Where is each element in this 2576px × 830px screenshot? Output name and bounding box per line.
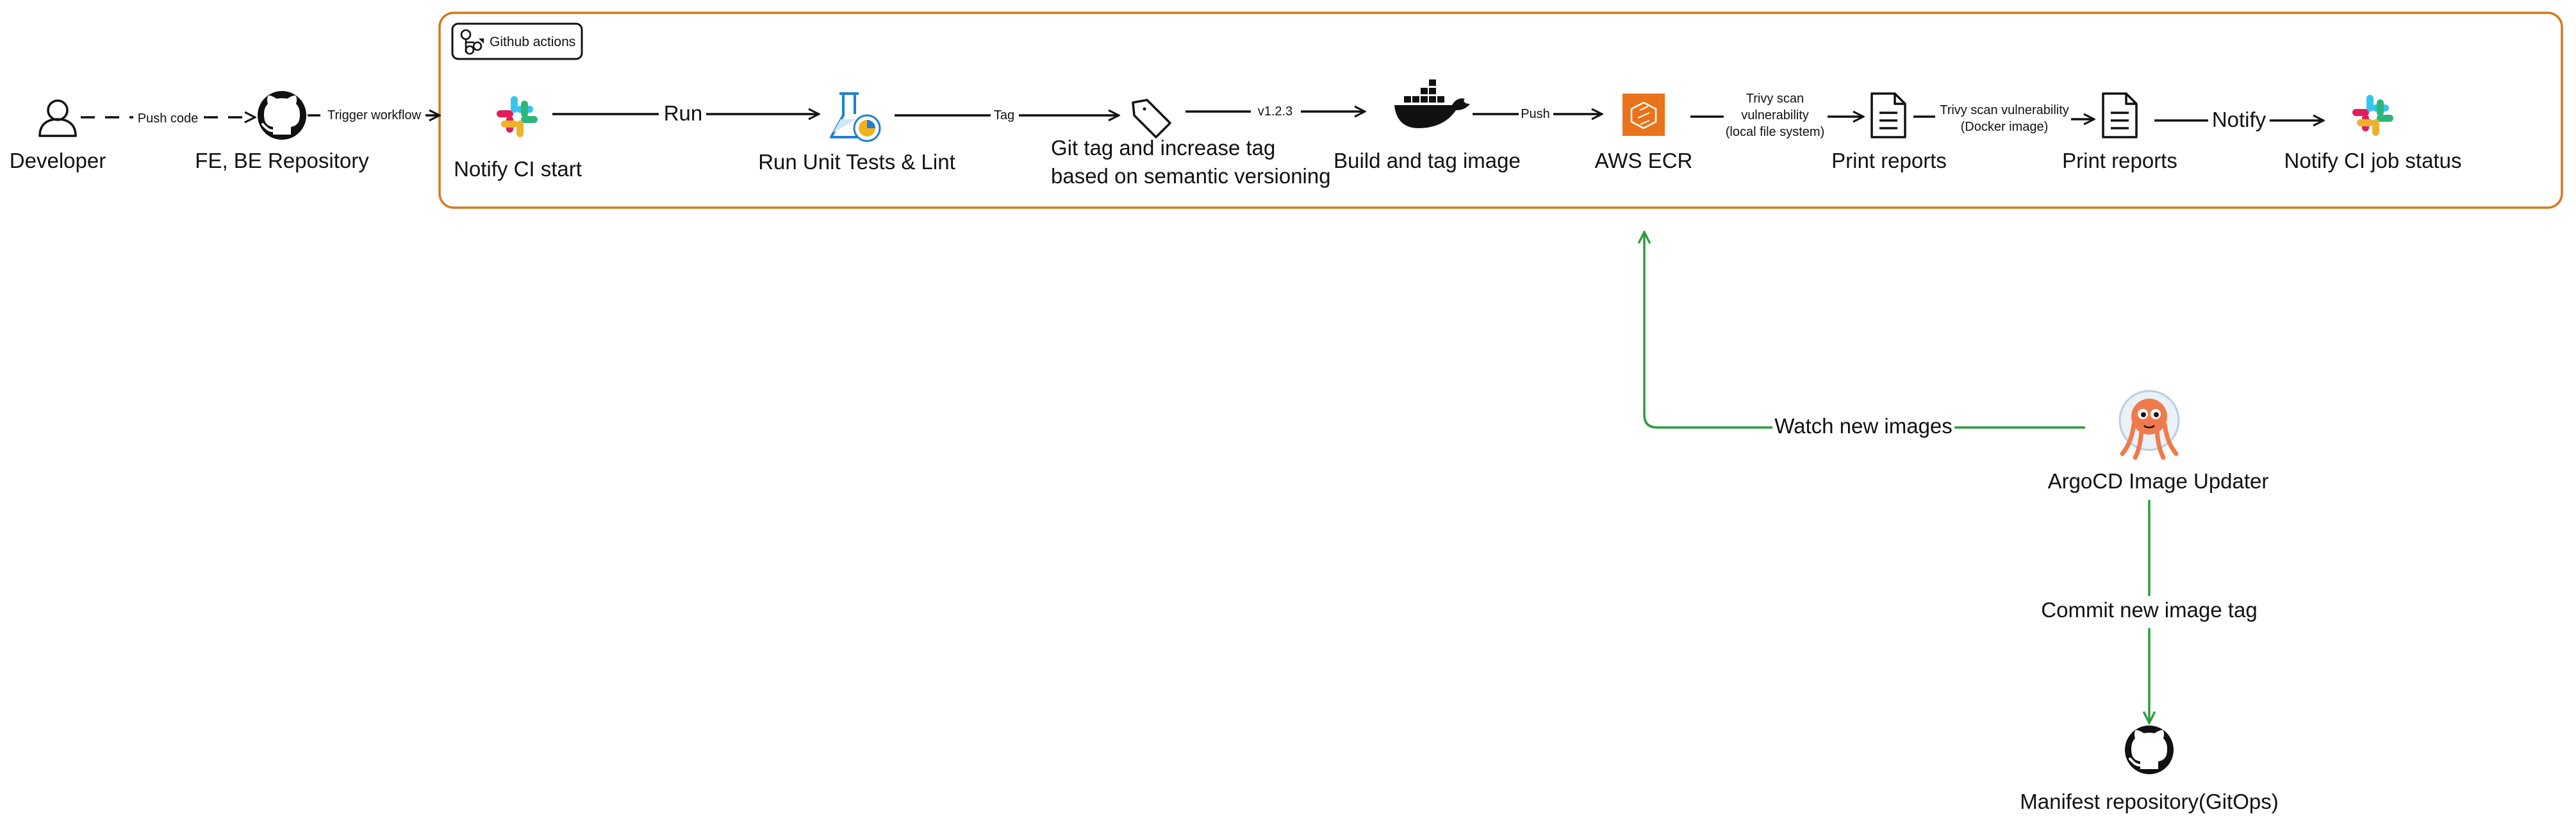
document-icon — [2102, 92, 2138, 138]
push-code-label: Push code — [138, 112, 199, 126]
argocd-icon — [2118, 390, 2180, 460]
git-tag-label-line1: Git tag and increase tag — [1051, 136, 1275, 160]
notify-status-label: Notify CI job status — [2284, 149, 2462, 172]
tag-label: Tag — [994, 108, 1014, 122]
push-label: Push — [1521, 107, 1550, 121]
document-icon — [1870, 92, 1906, 138]
github-icon — [256, 90, 308, 141]
manifest-repo-label: Manifest repository(GitOps) — [2020, 790, 2278, 813]
trivy-image-label-2: (Docker image) — [1961, 120, 2049, 134]
github-actions-label: Github actions — [490, 35, 575, 49]
aws-ecr-label: AWS ECR — [1595, 149, 1693, 172]
trivy-fs-label-3: (local file system) — [1726, 125, 1824, 139]
github-actions-icon — [460, 29, 484, 55]
build-image-label: Build and tag image — [1333, 149, 1521, 172]
docker-icon — [1394, 79, 1470, 128]
slack-icon — [497, 96, 538, 137]
flask-icon — [830, 92, 881, 142]
notify-start-label: Notify CI start — [454, 157, 582, 181]
github-icon — [2124, 724, 2175, 776]
unit-tests-label: Run Unit Tests & Lint — [758, 150, 955, 174]
trivy-fs-label-2: vulnerability — [1741, 108, 1809, 122]
edge-watch-images-left — [1644, 232, 1772, 429]
slack-icon — [2352, 95, 2393, 136]
version-label: v1.2.3 — [1258, 104, 1292, 119]
tag-icon — [1132, 99, 1171, 138]
git-tag-label-line2: based on semantic versioning — [1051, 164, 1331, 188]
watch-images-label: Watch new images — [1774, 414, 1953, 438]
trivy-fs-label-1: Trivy scan — [1746, 92, 1804, 106]
trivy-image-label-1: Trivy scan vulnerability — [1940, 103, 2069, 117]
print-reports-2-label: Print reports — [2062, 149, 2177, 172]
aws-ecr-icon — [1622, 94, 1665, 136]
github-actions-badge — [451, 22, 583, 60]
person-icon — [38, 99, 77, 137]
run-label: Run — [664, 101, 703, 125]
print-reports-1-label: Print reports — [1831, 149, 1947, 172]
repository-label: FE, BE Repository — [195, 149, 369, 172]
notify-label: Notify — [2212, 108, 2266, 131]
developer-label: Developer — [10, 149, 106, 172]
trigger-workflow-label: Trigger workflow — [327, 108, 422, 122]
argocd-label: ArgoCD Image Updater — [2048, 469, 2269, 493]
commit-tag-label: Commit new image tag — [2041, 598, 2257, 622]
